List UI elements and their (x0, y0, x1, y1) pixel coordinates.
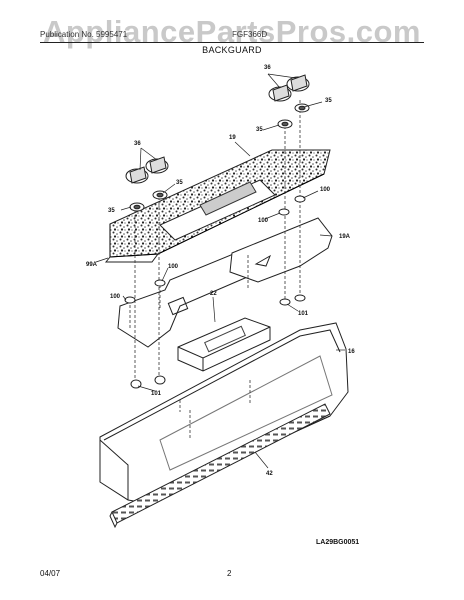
callout-label: 35 (325, 98, 332, 104)
callout-label: 36 (264, 65, 271, 71)
header-rule (40, 42, 424, 43)
vent-grille-42 (109, 403, 331, 529)
publication-number: Publication No. 5995471 (40, 30, 128, 39)
callout-label: 101 (298, 311, 309, 317)
callout-label: 100 (258, 218, 269, 224)
bezel-ring-icon (124, 103, 310, 389)
panel-19a (229, 217, 333, 283)
section-title: BACKGUARD (202, 45, 262, 55)
knob-icon (125, 74, 310, 184)
watermark: AppliancePartsPros.com (43, 14, 421, 49)
callout-label: 22 (210, 291, 217, 297)
control-box-22 (177, 317, 271, 372)
callout-label: 101 (151, 391, 162, 397)
callout-label: 16 (348, 349, 355, 355)
callout-label: 100 (168, 264, 179, 270)
callout-label: 19 (229, 135, 236, 141)
page-number: 2 (227, 569, 232, 578)
rear-trim-16 (99, 322, 349, 503)
diagram-code: LA29BG0051 (316, 539, 360, 546)
backguard-panel-19 (104, 149, 331, 263)
callout-label: 19A (339, 234, 351, 240)
callout-label: 100 (320, 187, 331, 193)
footer-date: 04/07 (40, 569, 61, 578)
callout-label: 42 (266, 471, 273, 477)
callout-label: 99A (86, 262, 98, 268)
callout-label: 35 (256, 127, 263, 133)
callout-label: 36 (134, 141, 141, 147)
callout-label: 35 (176, 180, 183, 186)
callout-label: 35 (108, 208, 115, 214)
leader-lines (95, 73, 345, 469)
callout-label: 100 (110, 294, 121, 300)
model-number: FGF366D (232, 30, 268, 39)
